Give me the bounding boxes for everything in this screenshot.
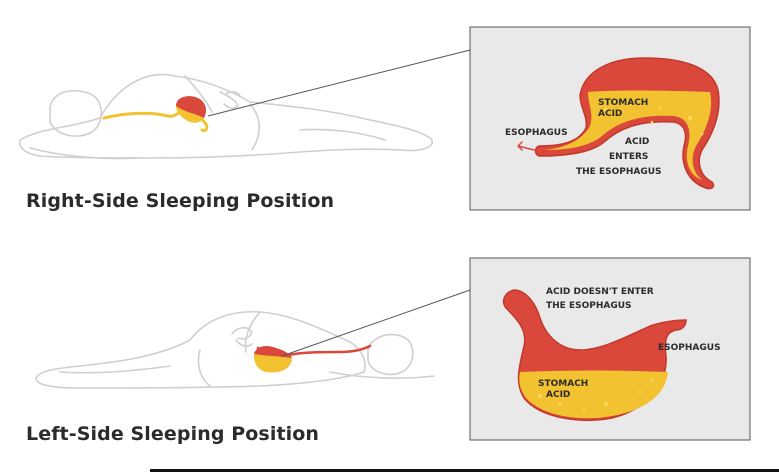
left-figure-stomach-top (254, 346, 292, 358)
left-pointer-line (281, 289, 471, 357)
left-label-esophagus: ESOPHAGUS (658, 343, 721, 353)
right-label-stomach-2: ACID (598, 109, 622, 119)
left-side-figure (35, 310, 435, 389)
right-side-figure (18, 73, 433, 160)
right-side-heading: Right-Side Sleeping Position (26, 190, 335, 212)
right-label-acid-enters-2: ENTERS (609, 152, 648, 162)
right-figure-stomach (176, 96, 206, 118)
right-pointer-line (207, 49, 471, 117)
bottom-divider (150, 469, 779, 472)
right-inset-stomach (534, 57, 720, 190)
right-figure-stomach-acid (176, 106, 204, 123)
right-label-acid-enters-1: ACID (625, 137, 649, 147)
left-label-acid-doesnt-1: ACID DOESN'T ENTER (546, 287, 654, 297)
right-label-esophagus: ESOPHAGUS (505, 128, 568, 138)
right-label-stomach-1: STOMACH (598, 98, 648, 108)
right-acid-arrow-icon (517, 141, 535, 151)
left-side-heading: Left-Side Sleeping Position (26, 423, 320, 445)
left-label-stomach-2: ACID (546, 390, 570, 400)
left-inset-stomach (502, 289, 687, 421)
right-label-acid-enters-3: THE ESOPHAGUS (576, 167, 662, 177)
left-label-stomach-1: STOMACH (538, 379, 588, 389)
left-label-acid-doesnt-2: THE ESOPHAGUS (546, 301, 632, 311)
